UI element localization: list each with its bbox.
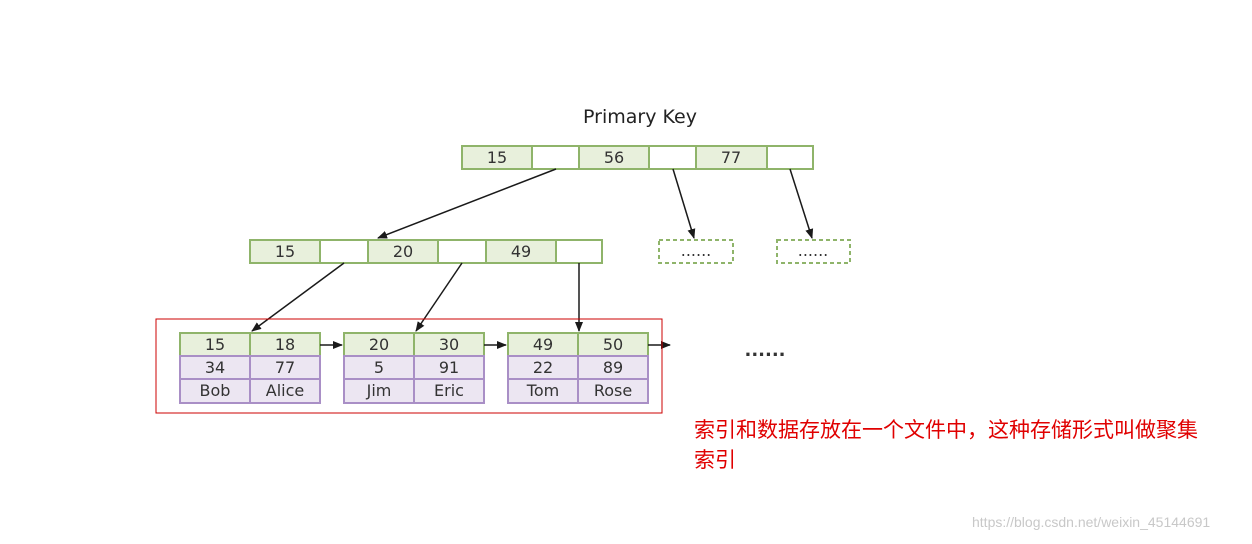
leaf-value-cell	[507, 378, 579, 404]
clustered-index-note: 索引和数据存放在一个文件中，这种存储形式叫做聚集索引	[694, 418, 1198, 472]
leaf-key: 50	[603, 335, 623, 354]
leaf-name: Alice	[266, 381, 304, 400]
leaf-key: 30	[439, 335, 459, 354]
root-node: 15 56 77	[461, 145, 814, 170]
edge-internal-to-leaf	[415, 262, 463, 332]
placeholder-node: ......	[658, 239, 734, 264]
root-key-1: 15	[487, 148, 507, 167]
leaf-value: 22	[533, 358, 553, 377]
root-pointer-cell	[531, 145, 580, 170]
leaf-key: 18	[275, 335, 295, 354]
internal-key-1: 15	[275, 242, 295, 261]
root-key-2: 56	[604, 148, 624, 167]
leaf-node: 49 50 22 89 Tom Rose	[507, 332, 649, 404]
placeholder-dots: ......	[798, 241, 829, 260]
internal-pointer-cell	[555, 239, 603, 264]
leaf-value-cell	[413, 378, 485, 404]
edge-root-to-placeholder	[789, 168, 814, 239]
leaf-value-cell	[249, 378, 321, 404]
watermark: https://blog.csdn.net/weixin_45144691	[972, 514, 1211, 530]
more-leaves-ellipsis: ......	[744, 340, 785, 361]
leaf-value-cell	[577, 378, 649, 404]
placeholder-dots: ......	[681, 241, 712, 260]
root-key-3: 77	[721, 148, 741, 167]
edge-root-to-placeholder	[672, 168, 696, 239]
diagram-title: Primary Key	[583, 106, 697, 128]
leaf-value: 34	[205, 358, 225, 377]
leaf-node: 15 18 34 77 Bob Alice	[179, 332, 321, 404]
leaf-value: 91	[439, 358, 459, 377]
internal-key-2: 20	[393, 242, 413, 261]
leaf-value: 77	[275, 358, 295, 377]
leaf-name: Jim	[366, 381, 392, 400]
edge-root-to-internal	[377, 168, 557, 239]
leaf-key: 20	[369, 335, 389, 354]
clustered-index-highlight-box	[155, 318, 663, 414]
leaf-value-cell	[343, 378, 415, 404]
edge-internal-to-leaf	[251, 262, 345, 332]
leaf-name: Rose	[594, 381, 632, 400]
internal-key-3: 49	[511, 242, 531, 261]
leaf-node: 20 30 5 91 Jim Eric	[343, 332, 485, 404]
leaf-name: Eric	[434, 381, 464, 400]
root-pointer-cell	[648, 145, 697, 170]
leaf-key: 49	[533, 335, 553, 354]
leaf-name: Bob	[200, 381, 231, 400]
internal-pointer-cell	[319, 239, 369, 264]
leaf-name: Tom	[526, 381, 559, 400]
leaf-value: 5	[374, 358, 384, 377]
internal-node: 15 20 49	[249, 239, 603, 264]
leaf-value: 89	[603, 358, 623, 377]
leaf-key: 15	[205, 335, 225, 354]
placeholder-node: ......	[776, 239, 851, 264]
internal-pointer-cell	[437, 239, 487, 264]
root-pointer-cell	[766, 145, 814, 170]
